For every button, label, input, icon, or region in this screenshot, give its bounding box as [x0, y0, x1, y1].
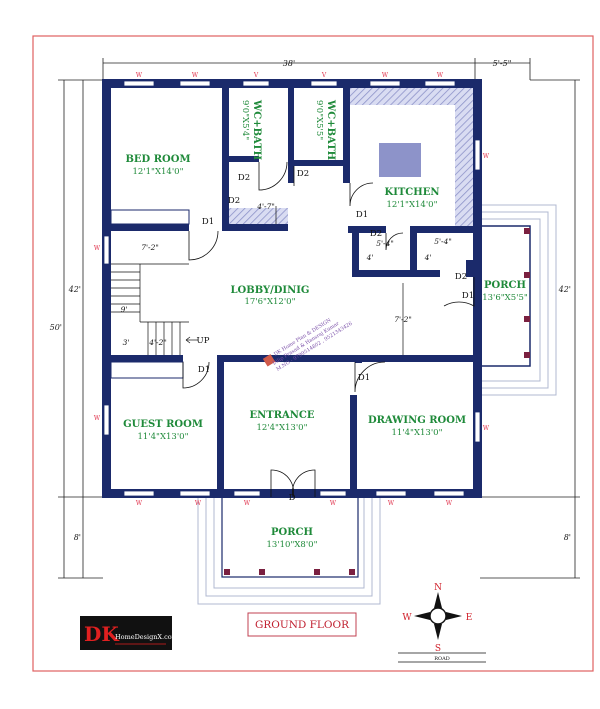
compass-rose: N S E W — [402, 583, 472, 654]
svg-text:W: W — [483, 425, 490, 432]
width-dim: 38' — [283, 59, 295, 68]
door-swings — [182, 161, 475, 498]
svg-text:S: S — [435, 644, 441, 654]
svg-text:D2: D2 — [370, 229, 382, 239]
kitchen-name: KITCHEN — [385, 187, 440, 198]
wc-bath-2-size: 9'0"X5'5" — [314, 100, 324, 140]
svg-text:D2: D2 — [238, 173, 250, 183]
svg-text:7'-2": 7'-2" — [141, 243, 159, 252]
front-porch-size: 13'10"X8'0" — [267, 540, 318, 550]
staircase — [111, 206, 404, 355]
title-box — [247, 612, 357, 637]
svg-text:D1: D1 — [198, 365, 210, 375]
svg-text:5'-4": 5'-4" — [376, 239, 394, 248]
right-main-dim: 42' — [558, 285, 571, 294]
bed-wardrobe — [110, 209, 190, 225]
kitchen-size: 12'1"X14'0" — [387, 200, 438, 210]
svg-text:W: W — [136, 72, 143, 79]
svg-text:W: W — [192, 72, 199, 79]
side-porch-name: PORCH — [484, 280, 526, 291]
svg-text:D2: D2 — [455, 272, 467, 282]
svg-text:D1: D1 — [462, 291, 474, 301]
svg-text:W: W — [388, 500, 395, 507]
lobby-name: LOBBY/DINIG — [231, 285, 310, 296]
entrance-name: ENTRANCE — [250, 410, 315, 421]
windows — [103, 80, 481, 497]
svg-text:4': 4' — [424, 253, 432, 262]
side-porch-size: 13'6"X5'5" — [482, 293, 528, 303]
svg-text:W: W — [94, 245, 101, 252]
door-labels: D1 D2 D2 D2 D1 D2 D2 D1 D1 D1 D UP — [197, 169, 475, 503]
wc-bath-2-name: WC+BATH — [325, 99, 336, 160]
kitchen-counter — [349, 88, 475, 228]
svg-text:D1: D1 — [356, 210, 368, 220]
kitchen-island — [379, 143, 421, 177]
right-porch-dim: 8' — [564, 533, 571, 542]
front-porch-name: PORCH — [271, 527, 313, 538]
svg-text:W: W — [382, 72, 389, 79]
svg-text:W: W — [483, 153, 490, 160]
lobby-size: 17'6"X12'0" — [245, 297, 296, 307]
bedroom-size: 12'1"X14'0" — [133, 167, 184, 177]
walls — [102, 79, 482, 498]
svg-text:4'-7": 4'-7" — [256, 202, 275, 211]
svg-text:W: W — [446, 500, 453, 507]
svg-text:W: W — [330, 500, 337, 507]
svg-text:UP: UP — [197, 336, 210, 346]
window-labels: W W V V W W W W W W W W W W W W — [94, 72, 490, 507]
entrance-size: 12'4"X13'0" — [257, 423, 308, 433]
drawing-room-name: DRAWING ROOM — [368, 415, 466, 426]
svg-text:4'-2": 4'-2" — [148, 338, 167, 347]
svg-text:D1: D1 — [202, 217, 214, 227]
drawing-room-size: 11'4"X13'0" — [392, 428, 443, 438]
svg-text:D1: D1 — [358, 373, 370, 383]
porch-outlines — [197, 204, 557, 605]
svg-text:D2: D2 — [228, 196, 240, 206]
svg-text:W: W — [437, 72, 444, 79]
svg-text:ROAD: ROAD — [434, 656, 449, 662]
svg-text:4': 4' — [366, 253, 374, 262]
svg-text:V: V — [321, 72, 327, 79]
svg-text:7'-2": 7'-2" — [394, 315, 412, 324]
svg-text:9': 9' — [121, 305, 128, 314]
svg-text:E: E — [466, 613, 473, 623]
bath-slab — [226, 208, 288, 228]
road-marker: ROAD — [398, 652, 486, 663]
left-main-dim: 42' — [68, 285, 81, 294]
svg-text:3': 3' — [123, 338, 130, 347]
guest-room-size: 11'4"X13'0" — [138, 432, 189, 442]
designer-watermark: DK Home Plan & DESIGN Dilip Prasad & Han… — [262, 317, 354, 373]
left-total-dim: 50' — [50, 323, 62, 332]
room-labels: BED ROOM 12'1"X14'0" WC+BATH 9'0"X5'4" W… — [123, 99, 528, 550]
porch-pillars — [224, 228, 530, 575]
guest-wardrobe — [110, 361, 184, 379]
svg-text:D2: D2 — [297, 169, 309, 179]
svg-text:W: W — [94, 415, 101, 422]
inner-dimensions: 4'-7" 7'-2" 9' 3' 4'-2" 5'-4" 5'-4" 4' 4… — [121, 202, 452, 347]
company-logo: DK HomeDesignX.com — [80, 616, 178, 650]
dimension-lines — [58, 58, 580, 579]
svg-text:W: W — [402, 613, 412, 623]
svg-text:W: W — [244, 500, 251, 507]
svg-text:W: W — [136, 500, 143, 507]
svg-text:D: D — [289, 493, 296, 503]
sheet-frame — [32, 35, 594, 672]
porch-offset-dim: 5'-5" — [493, 59, 512, 68]
svg-text:N: N — [434, 583, 442, 593]
wc-bath-1-name: WC+BATH — [251, 99, 262, 160]
drawing-title: GROUND FLOOR — [255, 619, 350, 631]
bedroom-name: BED ROOM — [125, 154, 190, 165]
svg-text:DK: DK — [84, 622, 119, 646]
svg-text:V: V — [253, 72, 259, 79]
svg-text:5'-4": 5'-4" — [434, 237, 452, 246]
svg-text:HomeDesignX.com: HomeDesignX.com — [115, 633, 178, 641]
guest-room-name: GUEST ROOM — [123, 419, 203, 430]
wc-bath-1-size: 9'0"X5'4" — [240, 100, 250, 140]
left-porch-dim: 8' — [74, 533, 81, 542]
svg-text:W: W — [195, 500, 202, 507]
